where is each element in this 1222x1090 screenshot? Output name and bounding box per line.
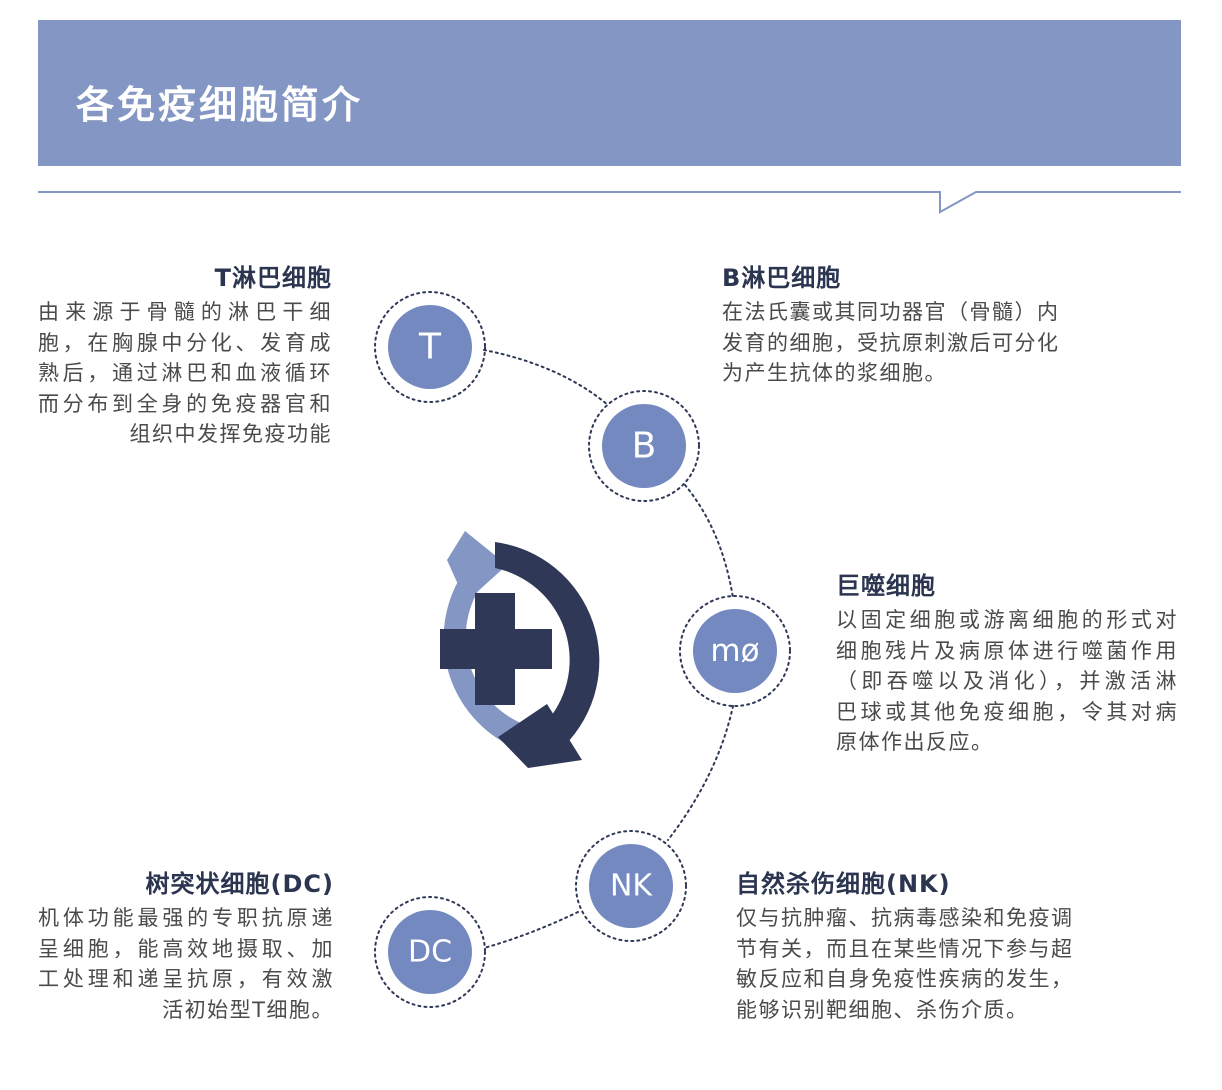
page-title: 各免疫细胞简介 [76,83,364,127]
header-divider [38,191,1181,214]
cell-info-macrophage: 巨噬细胞 以固定细胞或游离细胞的形式对 细胞残片及病原体进行噬菌作用 （即吞噬以… [836,571,1178,758]
cell-desc-mo-line: （即吞噬以及消化），并激活淋 [836,669,1178,693]
header-band: 各免疫细胞简介 [38,20,1181,166]
node-t-label: T [418,327,442,368]
cell-desc-t-line: 而分布到全身的免疫器官和 [38,391,332,416]
cell-desc-mo-line: 巴球或其他免疫细胞，令其对病 [836,699,1178,724]
cell-desc-nk-line: 节有关，而且在某些情况下参与超 [736,936,1074,961]
node-macrophage: mø [679,595,791,707]
node-b-label: B [632,426,657,467]
cell-desc-nk-line: 仅与抗肿瘤、抗病毒感染和免疫调 [736,906,1074,930]
cell-title-dc: 树突状细胞(DC) [145,870,334,898]
connector-b-mo [684,484,734,599]
connector-mo-nk [667,705,734,841]
cell-title-mo: 巨噬细胞 [836,572,936,600]
cell-desc-b-line: 发育的细胞，受抗原刺激后可分化 [722,330,1060,355]
light-arrow-icon [443,570,528,752]
cell-desc-b-line: 为产生抗体的浆细胞。 [722,361,947,385]
cell-desc-t-line: 胞，在胸腺中分化、发育成 [38,330,332,355]
cell-title-nk: 自然杀伤细胞(NK) [736,870,951,898]
cell-info-nk: 自然杀伤细胞(NK) 仅与抗肿瘤、抗病毒感染和免疫调 节有关，而且在某些情况下参… [736,869,1116,1025]
cell-desc-mo-line: 细胞残片及病原体进行噬菌作用 [836,638,1178,663]
light-arrow-head-icon [447,531,507,602]
cell-desc-nk-line: 能够识别靶细胞、杀伤介质。 [736,997,1029,1022]
node-t: T [374,291,486,403]
cell-info-dc: 树突状细胞(DC) 机体功能最强的专职抗原递 呈细胞，能高效地摄取、加 工处理和… [38,869,334,1025]
cell-desc-mo-line: 以固定细胞或游离细胞的形式对 [836,608,1178,632]
cell-desc-t-line: 由来源于骨髓的淋巴干细 [38,300,332,324]
cell-title-b: B淋巴细胞 [722,264,842,292]
connector-nk-dc [483,911,579,949]
node-dc: DC [374,896,486,1008]
cell-title-t: T淋巴细胞 [214,264,332,292]
cell-desc-mo-line: 原体作出反应。 [836,730,994,754]
cell-desc-t-line: 组织中发挥免疫功能 [129,422,332,446]
node-b: B [588,390,700,502]
cross-icon [440,593,552,705]
dark-arrow-icon [495,542,600,746]
cell-desc-dc-line: 机体功能最强的专职抗原递 [38,906,334,930]
cell-info-t: T淋巴细胞 由来源于骨髓的淋巴干细 胞，在胸腺中分化、发育成 熟后，通过淋巴和血… [38,263,332,450]
node-dc-label: DC [408,935,452,970]
cell-desc-b-line: 在法氏囊或其同功器官（骨髓）内 [722,300,1060,324]
node-mo-label: mø [710,633,759,669]
cell-desc-dc-line: 呈细胞，能高效地摄取、加 [38,936,334,961]
connector-t-b [483,349,609,406]
connector-lines [483,349,734,949]
cell-desc-nk-line: 敏反应和自身免疫性疾病的发生， [736,967,1074,991]
node-nk: NK [575,830,687,942]
medical-cross-refresh-icon [440,531,600,768]
dark-arrow-head-icon [498,704,582,768]
cell-desc-dc-line: 工处理和递呈抗原，有效激 [38,967,334,991]
node-nk-label: NK [610,869,653,904]
cell-desc-t-line: 熟后，通过淋巴和血液循环 [38,361,332,385]
cell-desc-dc-line: 活初始型T细胞。 [162,997,334,1022]
cell-info-b: B淋巴细胞 在法氏囊或其同功器官（骨髓）内 发育的细胞，受抗原刺激后可分化 为产… [722,263,1102,389]
